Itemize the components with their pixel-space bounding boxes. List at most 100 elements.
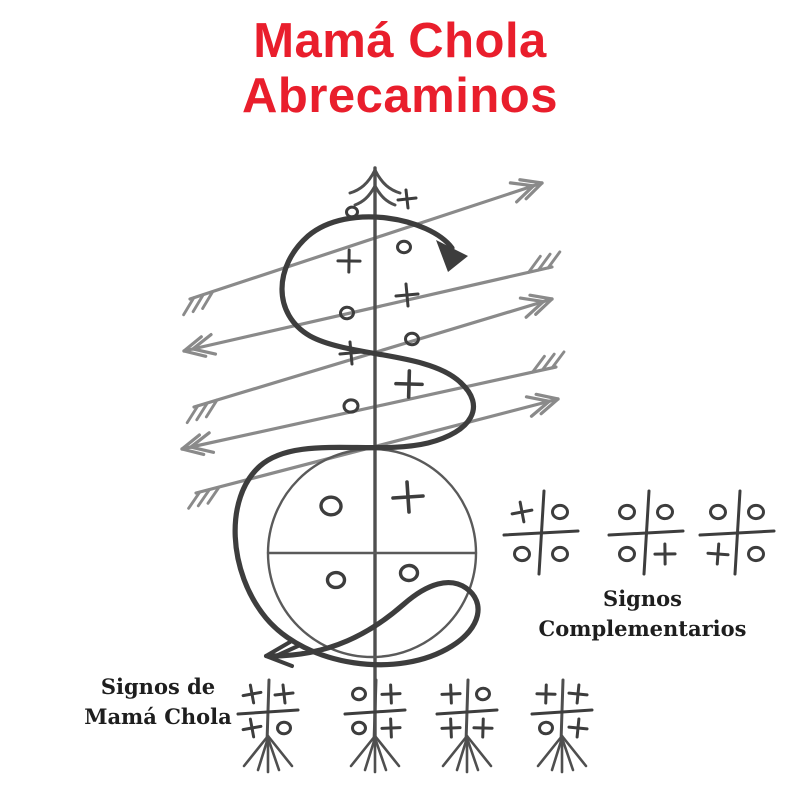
mama-chola-sign-group [236, 678, 300, 774]
circle-mark [551, 503, 569, 521]
stroke [575, 683, 581, 705]
group-crossbar [343, 708, 407, 716]
plus-mark [391, 480, 425, 514]
circle-mark [618, 503, 636, 521]
plus-mark [510, 500, 534, 524]
diagonal-arrow [182, 250, 562, 358]
plus-mark [472, 717, 494, 739]
plus-mark [396, 188, 418, 210]
arrow-feather [196, 488, 211, 508]
arrow-head [534, 297, 554, 316]
circle-mark [351, 686, 367, 702]
plus-mark [394, 369, 424, 399]
arrow-feather [191, 293, 205, 314]
root-stroke [465, 736, 480, 772]
label-line: Signos [603, 586, 682, 611]
arrow-head [524, 395, 551, 403]
serpent-curve [232, 214, 481, 668]
plus-mark [653, 542, 677, 566]
circle-mark [538, 720, 554, 736]
complementary-sign-group [698, 489, 776, 576]
circle-mark [747, 503, 765, 521]
circle-mark [513, 545, 531, 563]
root-stroke [242, 734, 270, 768]
complementary-sign-group [502, 489, 580, 576]
group-crossbar [435, 708, 499, 716]
circle-mark [351, 720, 367, 736]
circle-mark [404, 331, 420, 347]
staff-top-arrow [348, 168, 402, 207]
label-signos-complementarios: Signos Complementarios [520, 584, 765, 644]
arrow-feather [206, 485, 221, 505]
circle-mark [319, 495, 343, 517]
plus-mark [535, 683, 557, 705]
label-line: Signos de [100, 674, 216, 699]
group-horizontal [502, 529, 580, 537]
arrow-head [539, 397, 560, 416]
stroke [248, 717, 256, 739]
root-stroke [266, 734, 294, 768]
circle-mark [342, 398, 360, 414]
arrow-feather [531, 354, 546, 374]
stroke [481, 717, 485, 739]
arrow-shaft [180, 365, 558, 451]
root-stroke [536, 734, 564, 768]
root-stroke [363, 736, 377, 772]
arrow-feather [550, 350, 566, 370]
serpent-tail-arrow [264, 640, 300, 668]
circle-mark [709, 503, 727, 521]
mama-chola-sign-group [530, 678, 594, 774]
stroke [281, 683, 287, 705]
label-line: Mamá Chola [84, 703, 232, 729]
stroke [449, 683, 453, 705]
stroke [248, 683, 256, 705]
root-stroke [256, 736, 270, 772]
serpent-head-arrow [436, 240, 468, 272]
circle-mark [325, 570, 347, 590]
arrow-feather [201, 290, 215, 310]
stroke [663, 542, 667, 566]
root-stroke [550, 736, 564, 772]
arrow-head [189, 445, 216, 454]
arrow-shaft [188, 181, 544, 301]
diagonal-arrow [180, 350, 566, 457]
arrow-feather [185, 404, 200, 425]
group-horizontal [607, 529, 685, 537]
mama-chola-sign-group [435, 678, 499, 774]
root-stroke [455, 736, 469, 772]
circle-mark [551, 545, 569, 563]
arrow-head [191, 347, 218, 356]
arrow-feather [182, 296, 196, 317]
label-line: Complementarios [538, 615, 747, 641]
plus-mark [336, 248, 362, 274]
sigil-marks-layer [319, 188, 425, 590]
circle-mark [398, 563, 420, 583]
arrow-feather [187, 490, 202, 510]
plus-mark [241, 717, 263, 739]
arrow-head [182, 349, 208, 358]
diagonal-arrow [185, 293, 554, 425]
plus-mark [567, 683, 589, 705]
plus-mark [241, 683, 263, 705]
stroke [575, 717, 581, 739]
group-horizontal [698, 529, 776, 537]
stroke [544, 683, 548, 705]
arrow-head [182, 335, 203, 353]
title-line-2: Abrecaminos [242, 68, 558, 123]
circle-mark [618, 545, 636, 563]
diagonal-arrow [182, 178, 544, 317]
arrow-head [189, 431, 211, 449]
plus-mark [440, 717, 462, 739]
root-stroke [266, 736, 281, 772]
plus-mark [380, 683, 402, 705]
circle-mark [276, 720, 292, 736]
stroke [405, 480, 411, 514]
root-stroke [441, 734, 469, 768]
arrow-feather [546, 250, 562, 270]
page-title: Mamá Chola Abrecaminos [0, 14, 800, 124]
arrow-head [528, 293, 554, 301]
circle-mark [747, 545, 765, 563]
root-stroke [349, 734, 377, 768]
stroke [518, 500, 526, 524]
root-stroke [373, 734, 401, 768]
